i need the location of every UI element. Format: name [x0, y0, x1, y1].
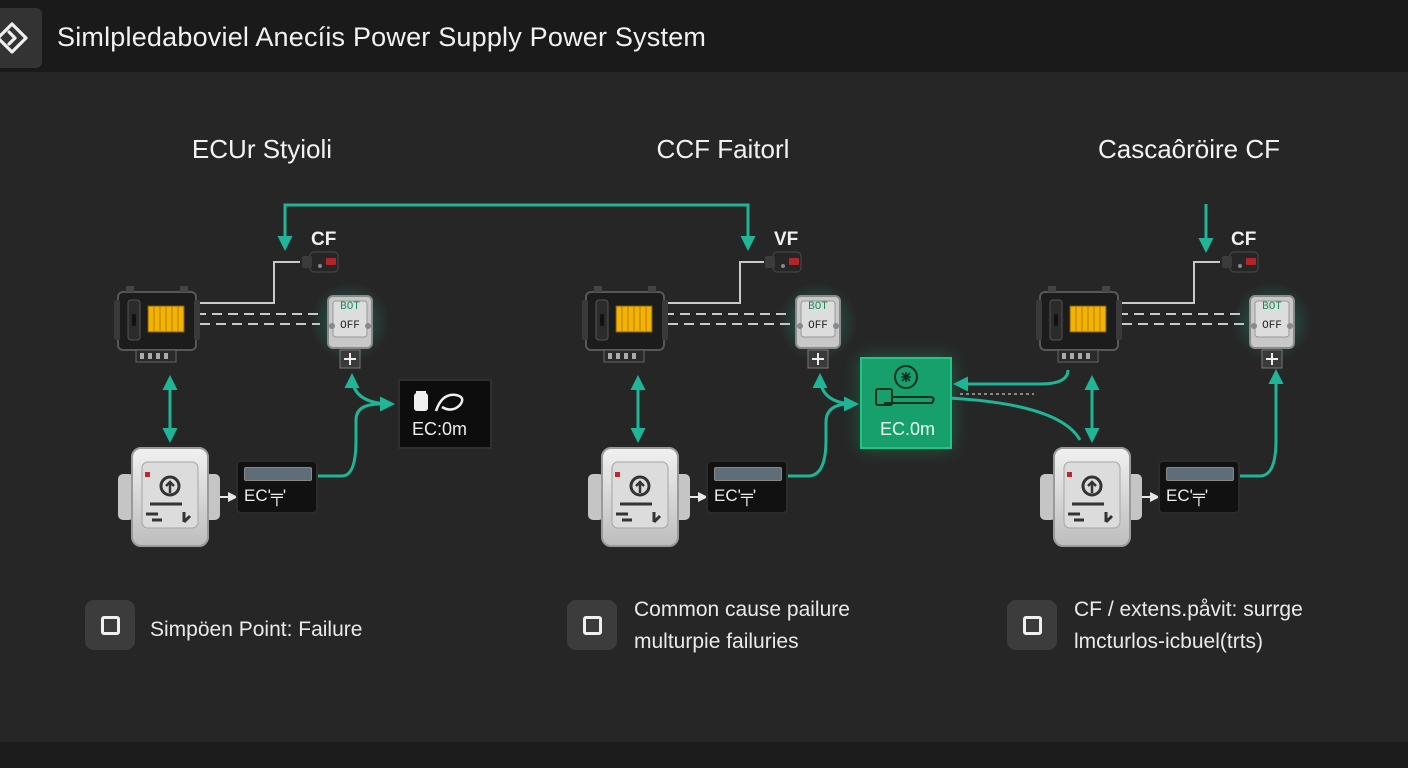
- legend-line: multurpie failuries: [634, 630, 799, 653]
- relay-1-bottom-label: OFF: [340, 320, 360, 332]
- legend-text-2: Common cause pailure multurpie failuries: [634, 594, 850, 658]
- section-title-1: ECUr Styioli: [191, 134, 333, 164]
- section-1-diagram: [113, 203, 756, 548]
- section-title-2: CCF Faitorl: [656, 134, 790, 164]
- ec-status-box-1: EC:0m: [398, 379, 492, 449]
- ec-display-label: EC'╤': [1166, 486, 1209, 505]
- relay-3-bottom-label: OFF: [1262, 320, 1282, 332]
- page-title: Simlpledaboviel Anecíis Power Supply Pow…: [57, 22, 707, 52]
- bottom-strip: [0, 742, 1408, 768]
- relay-1-top-label: BOT: [340, 301, 360, 313]
- lcd-screen: [714, 467, 782, 481]
- legend-line: Common cause pailure: [634, 598, 850, 621]
- ec-display-label: EC'╤': [244, 486, 287, 505]
- section-3-diagram: [1035, 204, 1313, 548]
- relay-2-top-label: BOT: [808, 301, 828, 313]
- cf-label-2: VF: [774, 229, 799, 250]
- legend-checkbox-1[interactable]: [85, 600, 135, 650]
- legend-line: CF / extens.påvit: surrge: [1074, 598, 1303, 621]
- ec-display-label: EC'╤': [714, 486, 757, 505]
- cf-label-3: CF: [1231, 229, 1257, 250]
- section-2-diagram: [581, 251, 1082, 548]
- legend-text-1: Simpöen Point: Failure: [150, 614, 362, 646]
- legend-checkbox-3[interactable]: [1007, 600, 1057, 650]
- ec-status-box-2: EC.0m: [860, 357, 952, 449]
- ec-display-2: EC'╤': [708, 462, 786, 512]
- legend-line: Simpöen Point: Failure: [150, 618, 363, 641]
- legend-text-3: CF / extens.påvit: surrge lmcturlos-icbu…: [1074, 594, 1303, 658]
- app-menu-button[interactable]: [0, 8, 42, 68]
- legend-line: lmcturlos-icbuel(trts): [1074, 630, 1264, 653]
- ec-display-3: EC'╤': [1160, 462, 1238, 512]
- section-title-3: Cascaôröire CF: [1097, 134, 1281, 164]
- cf-label-1: CF: [311, 229, 337, 250]
- ec-display-1: EC'╤': [238, 462, 316, 512]
- fault-module-icon: [875, 365, 935, 406]
- ec-status-label-2: EC.0m: [880, 419, 936, 439]
- relay-3-top-label: BOT: [1262, 301, 1282, 313]
- diamond-chevron-icon: [0, 22, 28, 54]
- relay-2-bottom-label: OFF: [808, 320, 828, 332]
- battery-link-icon: [414, 391, 464, 412]
- lcd-screen: [244, 467, 312, 481]
- lcd-screen: [1166, 467, 1234, 481]
- title-bar: Simlpledaboviel Anecíis Power Supply Pow…: [0, 0, 1408, 72]
- ec-status-label-1: EC:0m: [412, 419, 468, 439]
- legend-checkbox-2[interactable]: [567, 600, 617, 650]
